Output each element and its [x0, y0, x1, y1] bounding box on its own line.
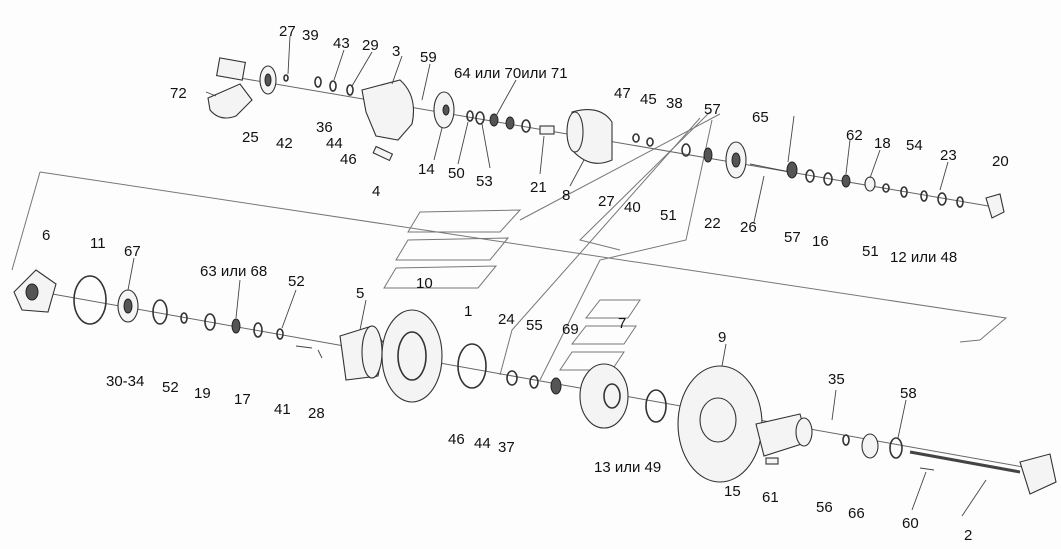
label-21: 21 — [530, 179, 547, 196]
label-61: 61 — [762, 489, 779, 506]
label-55: 55 — [526, 317, 543, 334]
label-4: 4 — [372, 183, 380, 200]
label-59: 59 — [420, 49, 437, 66]
label-42: 42 — [276, 135, 293, 152]
label-53: 53 — [476, 173, 493, 190]
label-67: 67 — [124, 243, 141, 260]
bottom-row-parts — [13, 269, 1057, 495]
label-18: 18 — [874, 135, 891, 152]
label-52-bottom: 52 — [162, 379, 179, 396]
label-8: 8 — [562, 187, 570, 204]
label-27-top: 27 — [279, 23, 296, 40]
label-50: 50 — [448, 165, 465, 182]
label-14: 14 — [418, 161, 435, 178]
label-5: 5 — [356, 285, 364, 302]
label-51-right: 51 — [862, 243, 879, 260]
label-39: 39 — [302, 27, 319, 44]
leader-lines — [127, 35, 987, 517]
label-45: 45 — [640, 91, 657, 108]
label-64-70-71: 64 или 70или 71 — [454, 65, 568, 82]
label-62: 62 — [846, 127, 863, 144]
label-35: 35 — [828, 371, 845, 388]
label-19: 19 — [194, 385, 211, 402]
outline-bands — [11, 111, 1008, 381]
label-72: 72 — [170, 85, 187, 102]
label-44-bottom: 44 — [474, 435, 491, 452]
top-row-parts — [207, 57, 1005, 219]
label-16: 16 — [812, 233, 829, 250]
label-2: 2 — [964, 527, 972, 544]
label-47: 47 — [614, 85, 631, 102]
label-9: 9 — [718, 329, 726, 346]
label-57-mid: 57 — [784, 229, 801, 246]
label-54: 54 — [906, 137, 923, 154]
label-25: 25 — [242, 129, 259, 146]
label-15: 15 — [724, 483, 741, 500]
label-57-top: 57 — [704, 101, 721, 118]
label-66: 66 — [848, 505, 865, 522]
label-3: 3 — [392, 43, 400, 60]
label-56: 56 — [816, 499, 833, 516]
label-63-68: 63 или 68 — [200, 263, 267, 280]
label-29: 29 — [362, 37, 379, 54]
label-12-48: 12 или 48 — [890, 249, 957, 266]
label-10: 10 — [416, 275, 433, 292]
label-30-34: 30-34 — [106, 373, 144, 390]
label-40: 40 — [624, 199, 641, 216]
label-13-49: 13 или 49 — [594, 459, 661, 476]
part-labels: 27 39 43 29 3 59 64 или 70или 71 72 25 4… — [42, 23, 1009, 544]
label-11: 11 — [90, 235, 106, 252]
label-51-mid: 51 — [660, 207, 677, 224]
label-23: 23 — [940, 147, 957, 164]
label-28: 28 — [308, 405, 325, 422]
label-24: 24 — [498, 311, 515, 328]
label-17: 17 — [234, 391, 251, 408]
label-43: 43 — [333, 35, 350, 52]
label-69: 69 — [562, 321, 579, 338]
label-20: 20 — [992, 153, 1009, 170]
label-1: 1 — [464, 303, 472, 320]
label-38: 38 — [666, 95, 683, 112]
label-65: 65 — [752, 109, 769, 126]
label-58: 58 — [900, 385, 917, 402]
label-46-bottom: 46 — [448, 431, 465, 448]
label-46-top: 46 — [340, 151, 357, 168]
label-60: 60 — [902, 515, 919, 532]
label-27-mid: 27 — [598, 193, 615, 210]
label-37: 37 — [498, 439, 515, 456]
label-41: 41 — [274, 401, 291, 418]
label-7: 7 — [618, 315, 626, 332]
label-44-top: 44 — [326, 135, 343, 152]
label-26: 26 — [740, 219, 757, 236]
label-36: 36 — [316, 119, 333, 136]
label-22: 22 — [704, 215, 721, 232]
label-52-top: 52 — [288, 273, 305, 290]
label-6: 6 — [42, 227, 50, 244]
